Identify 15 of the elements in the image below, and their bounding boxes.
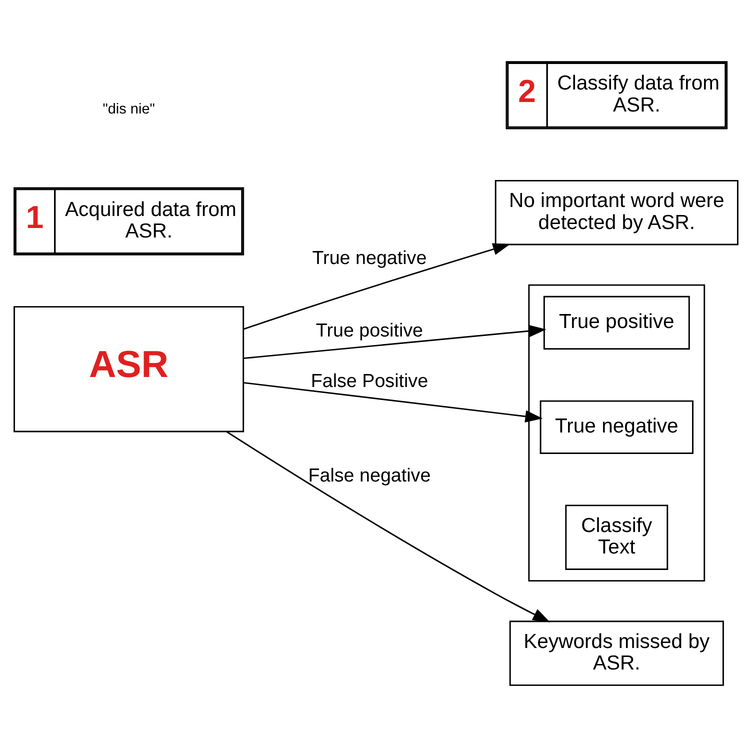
edge-label: False negative bbox=[308, 464, 431, 486]
arrow bbox=[226, 431, 550, 622]
node-box: Keywords missed by ASR. bbox=[509, 620, 724, 686]
edge-label: True negative bbox=[312, 246, 427, 268]
node-box: No important word were detected by ASR. bbox=[494, 180, 738, 246]
arrow bbox=[243, 324, 546, 360]
arrow bbox=[244, 243, 510, 330]
node-box: ASR bbox=[14, 306, 244, 432]
arrow bbox=[243, 382, 543, 422]
node-box: True positive bbox=[543, 296, 690, 350]
label: "dis nie" bbox=[102, 101, 155, 118]
node-box: True negative bbox=[540, 400, 694, 454]
edge-label: False Positive bbox=[310, 370, 428, 392]
edge-label: True positive bbox=[316, 319, 424, 340]
node-box: Classify Text bbox=[565, 504, 668, 570]
